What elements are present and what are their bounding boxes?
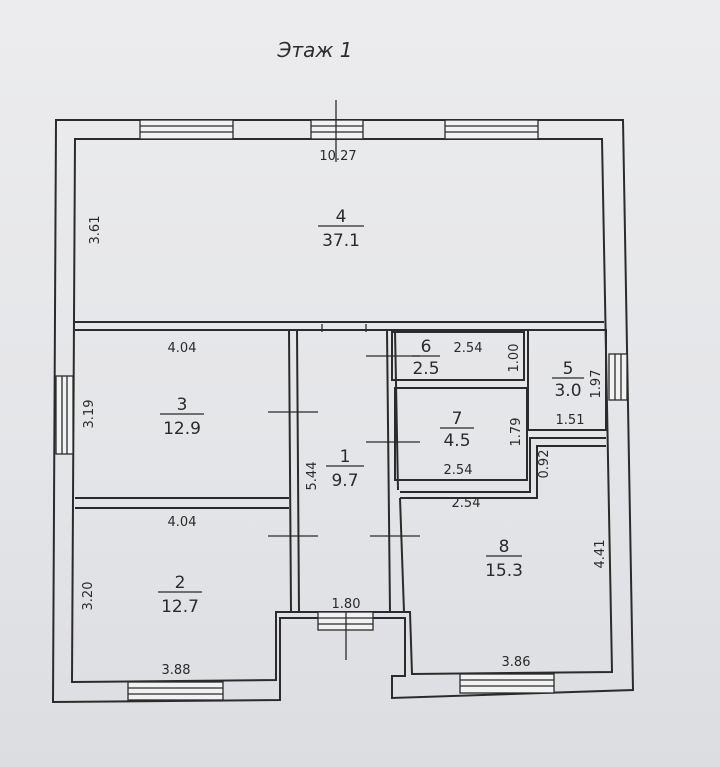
dim-room7-width: 2.54 (444, 463, 473, 478)
dim-room1-height: 5.44 (305, 462, 320, 491)
window-bottom-right (459, 673, 555, 694)
dim-room5-height: 1.97 (589, 370, 604, 399)
wall-left-corridor-inner (296, 329, 300, 613)
wall-left-corridor (288, 329, 292, 613)
floor-title: Этаж 1 (277, 38, 353, 62)
window-top-center (310, 119, 364, 140)
dim-room3-width: 4.04 (168, 341, 197, 356)
room5-number: 5 (563, 359, 574, 379)
room5-outline (527, 329, 607, 431)
room7-number: 7 (452, 409, 463, 429)
dim-room8-height: 4.41 (593, 540, 608, 569)
room8-left-wall (399, 497, 405, 613)
dim-room6-height: 1.00 (507, 344, 522, 373)
wall-right-corridor (386, 329, 391, 613)
room8-number: 8 (499, 537, 510, 557)
room4-number: 4 (336, 207, 347, 227)
wall-right-corridor-inner (394, 329, 399, 491)
dim-entrance-width: 1.80 (332, 597, 361, 612)
room7-area: 4.5 (443, 431, 470, 451)
dim-room8-width-bottom: 3.86 (502, 655, 531, 670)
dim-room8-width-top: 2.54 (452, 496, 481, 511)
room2-number: 2 (175, 573, 186, 593)
room5-area: 3.0 (554, 381, 581, 401)
dim-room3-height: 3.19 (82, 400, 97, 429)
dim-room7-height: 1.79 (509, 418, 524, 447)
dim-corridor-gap: 0.92 (537, 450, 552, 479)
outer-wall-outline (51, 119, 635, 704)
inner-wall-outline (70, 138, 614, 684)
room6-number: 6 (421, 337, 432, 357)
dim-room6-width: 2.54 (454, 341, 483, 356)
room4-area: 37.1 (322, 231, 360, 251)
window-top-left (139, 119, 234, 140)
dim-top-width: 10.27 (319, 149, 356, 164)
window-left (55, 375, 74, 455)
dim-room2-width-bottom: 3.88 (162, 663, 191, 678)
room7-outline (394, 387, 528, 481)
room6-area: 2.5 (412, 359, 439, 379)
room8-top-wall-inner (400, 445, 606, 499)
dim-room2-width-top: 4.04 (168, 515, 197, 530)
room1-number: 1 (340, 447, 351, 467)
dim-room4-height: 3.61 (88, 216, 103, 245)
room3-area: 12.9 (163, 419, 201, 439)
room2-area: 12.7 (161, 597, 199, 617)
window-bottom-left (127, 681, 224, 701)
window-right (608, 353, 628, 401)
room1-area: 9.7 (331, 471, 358, 491)
room8-area: 15.3 (485, 561, 523, 581)
dim-room2-height: 3.20 (81, 582, 96, 611)
window-top-right (444, 119, 539, 140)
room3-number: 3 (177, 395, 188, 415)
dim-room5-width: 1.51 (556, 413, 585, 428)
room8-top-wall (400, 437, 606, 493)
